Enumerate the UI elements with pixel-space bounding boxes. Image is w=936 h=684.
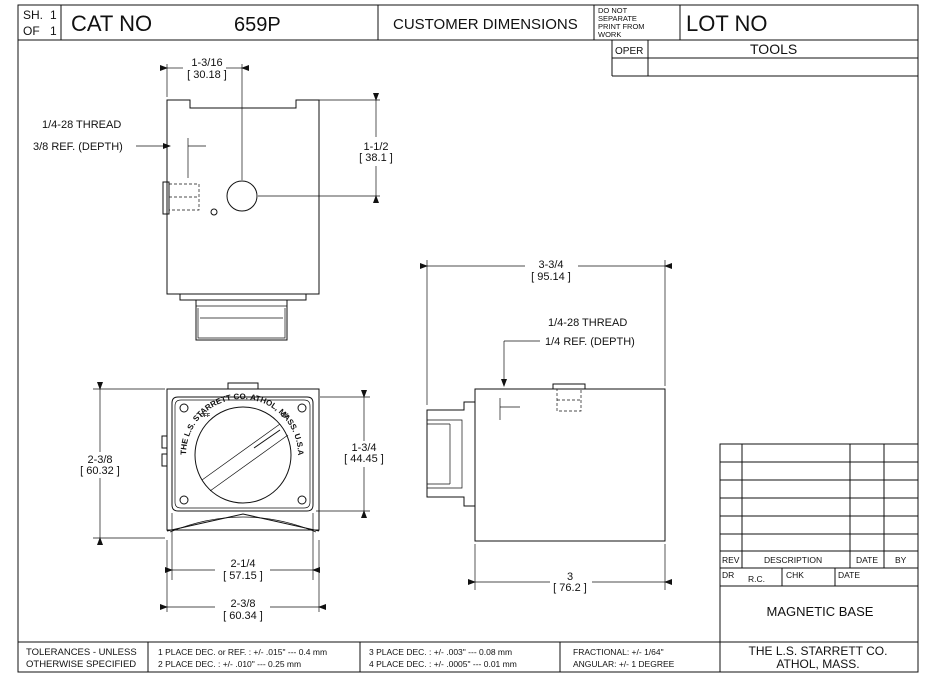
dim-front-width-outer-mm: [ 60.34 ] [223, 610, 263, 622]
tolerance-two-place: 2 PLACE DEC. : +/- .010" --- 0.25 mm [158, 659, 301, 669]
svg-text:THE L.S. STARRETT CO. ATHOL,: THE L.S. STARRETT CO. ATHOL, MASS. U.S.A… [0, 0, 305, 456]
date-label: DATE [856, 555, 878, 565]
of-label: OF [23, 24, 40, 38]
tolerance-fractional: FRACTIONAL: +/- 1/64" [573, 647, 664, 657]
thread-1-line2: 3/8 REF. (DEPTH) [33, 141, 123, 153]
dim-front-height-frac: 2-3/8 [87, 454, 112, 466]
front-face-off-label: OFF [200, 413, 210, 419]
part-name: MAGNETIC BASE [767, 604, 874, 619]
do-not-separate-3: PRINT FROM [598, 22, 645, 31]
top-view [162, 99, 320, 341]
dim-front-width-inner-frac: 2-1/4 [230, 558, 255, 570]
cat-no-value: 659P [234, 14, 281, 36]
by-label: BY [895, 555, 907, 565]
dim-height-1-frac: 1-1/2 [363, 141, 388, 153]
dim-top-width-mm: [ 30.18 ] [187, 69, 227, 81]
front-face-on-label: ON [281, 413, 289, 419]
dim-face-height-frac: 1-3/4 [351, 442, 376, 454]
sheet-label: SH. [23, 8, 43, 22]
thread-1-line1: 1/4-28 THREAD [42, 119, 121, 131]
dim-front-width-outer-frac: 2-3/8 [230, 598, 255, 610]
company-line1: THE L.S. STARRETT CO. [749, 644, 888, 658]
oper-label: OPER [615, 46, 643, 57]
dim-face-height-mm: [ 44.45 ] [344, 453, 384, 465]
dim-front-width-inner-mm: [ 57.15 ] [223, 570, 263, 582]
revision-block: REV DESCRIPTION DATE BY DR R.C. CHK DATE… [719, 443, 919, 671]
dim-top-width-frac: 1-3/16 [191, 57, 222, 69]
customer-dimensions: CUSTOMER DIMENSIONS [393, 16, 578, 33]
date2-label: DATE [838, 570, 860, 580]
tolerance-block: TOLERANCES - UNLESS OTHERWISE SPECIFIED … [18, 641, 918, 672]
thread-2-line2: 1/4 REF. (DEPTH) [545, 336, 635, 348]
tolerance-three-place: 3 PLACE DEC. : +/- .003" --- 0.08 mm [369, 647, 512, 657]
front-face-ring-text: THE L.S. STARRETT CO. ATHOL, MASS. U.S.A… [0, 0, 305, 456]
tolerance-four-place: 4 PLACE DEC. : +/- .0005" --- 0.01 mm [369, 659, 517, 669]
do-not-separate-4: WORK [598, 30, 621, 39]
dim-side-depth-mm: [ 76.2 ] [553, 582, 587, 594]
side-view-dimensions: 3-3/4 [ 95.14 ] 1/4-28 THREAD 1/4 REF. (… [420, 259, 672, 594]
sheet-border [17, 4, 919, 673]
sheet-value: 1 [50, 8, 57, 22]
side-view [426, 383, 666, 542]
tolerance-angular: ANGULAR: +/- 1 DEGREE [573, 659, 675, 669]
cat-no-label: CAT NO [71, 11, 152, 36]
tolerance-heading-1: TOLERANCES - UNLESS [26, 647, 137, 658]
front-view-dimensions: 2-3/8 [ 60.32 ] 1-3/4 [ 44.45 ] 2-1/4 [ … [80, 382, 384, 622]
chk-label: CHK [786, 570, 804, 580]
dr-value: R.C. [748, 574, 765, 584]
title-block-top: SH. 1 OF 1 CAT NO 659P CUSTOMER DIMENSIO… [18, 5, 918, 77]
rev-label: REV [722, 555, 740, 565]
tolerance-one-place: 1 PLACE DEC. or REF. : +/- .015" --- 0.4… [158, 647, 327, 657]
dr-label: DR [722, 570, 734, 580]
dim-side-width-frac: 3-3/4 [538, 259, 563, 271]
tolerance-heading-2: OTHERWISE SPECIFIED [26, 659, 136, 670]
dim-front-height-mm: [ 60.32 ] [80, 465, 120, 477]
company-line2: ATHOL, MASS. [776, 657, 859, 671]
description-label: DESCRIPTION [764, 555, 822, 565]
dim-side-width-mm: [ 95.14 ] [531, 271, 571, 283]
do-not-separate-1: DO NOT [598, 6, 628, 15]
thread-2-line1: 1/4-28 THREAD [548, 317, 627, 329]
lot-no-label: LOT NO [686, 11, 768, 36]
front-view: THE L.S. STARRETT CO. ATHOL, MASS. U.S.A… [0, 0, 320, 533]
do-not-separate-2: SEPARATE [598, 14, 637, 23]
top-view-dimensions: 1-3/16 [ 30.18 ] 1-1/2 [ 38.1 ] 1/4-28 T… [33, 57, 393, 203]
dim-side-depth-frac: 3 [567, 571, 573, 583]
tools-label: TOOLS [750, 41, 797, 57]
dim-height-1-mm: [ 38.1 ] [359, 152, 393, 164]
of-value: 1 [50, 24, 57, 38]
